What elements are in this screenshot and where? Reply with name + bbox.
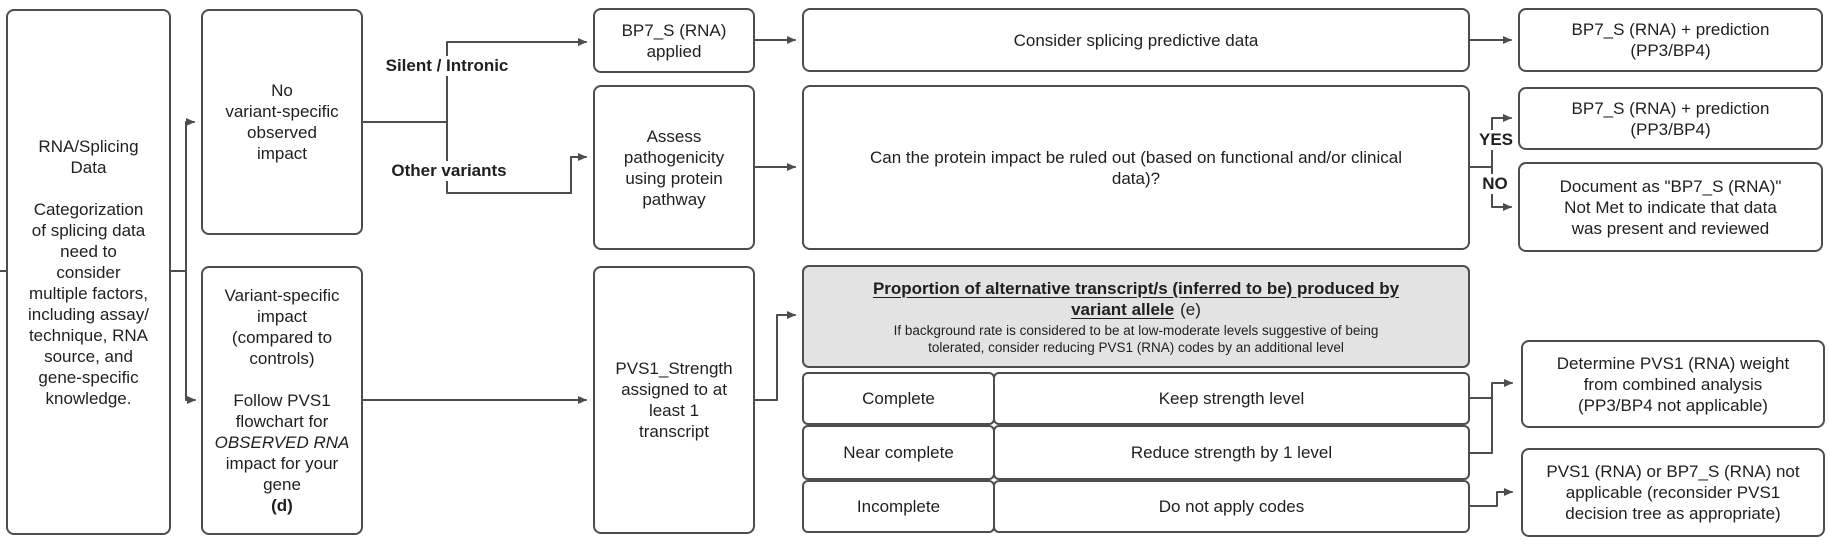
branch-label-no: NO (1479, 174, 1511, 194)
table-title-line2: variant allele (1071, 299, 1175, 319)
edge-to-variant-specific (185, 270, 196, 404)
rna-splicing-title: RNA/Splicing Data (38, 136, 139, 177)
table-title-suffix: (e) (1180, 299, 1201, 319)
consider-splicing-text: Consider splicing predictive data (1013, 30, 1259, 50)
table-title-line2-wrap: variant allele(e) (1071, 300, 1201, 319)
edge-silent-intronic (362, 38, 587, 123)
branch-label-silent-intronic: Silent / Intronic (382, 56, 512, 76)
rna-splicing-body: Categorization of splicing data need to … (28, 199, 149, 408)
pvs1-strength-text: PVS1_Strength assigned to at least 1 tra… (615, 359, 733, 441)
node-assess-pathogenicity: Assess pathogenicity using protein pathw… (593, 85, 755, 250)
determine-weight-text: Determine PVS1 (RNA) weight from combine… (1556, 353, 1790, 415)
table-row-complete-action: Keep strength level (993, 372, 1470, 425)
node-rna-splicing-data: RNA/Splicing Data Categorization of spli… (6, 9, 171, 535)
follow-pvs1-text: Follow PVS1 flowchart for (233, 391, 331, 431)
table-header-title: Proportion of alternative transcript/s (… (873, 278, 1399, 320)
table-row-complete-proportion: Complete (802, 372, 995, 425)
impact-gene-text: impact for your gene (225, 454, 339, 494)
node-determine-weight: Determine PVS1 (RNA) weight from combine… (1521, 340, 1825, 428)
variant-specific-p2: Follow PVS1 flowchart for OBSERVED RNA i… (215, 390, 350, 516)
protein-impact-question-text: Can the protein impact be ruled out (bas… (869, 147, 1403, 188)
bp7s-prediction-top-text: BP7_S (RNA) + prediction (PP3/BP4) (1571, 20, 1770, 60)
node-bp7s-prediction-top: BP7_S (RNA) + prediction (PP3/BP4) (1518, 8, 1823, 72)
table-row-incomplete-action: Do not apply codes (993, 480, 1470, 533)
bp7s-applied-text: BP7_S (RNA) applied (621, 20, 727, 61)
not-applicable-text: PVS1 (RNA) or BP7_S (RNA) not applicable… (1546, 462, 1800, 523)
table-title-line1: Proportion of alternative transcript/s (… (872, 278, 1400, 298)
table-header-subtitle: If background rate is considered to be a… (893, 322, 1379, 355)
branch-label-other-variants: Other variants (388, 161, 510, 181)
table-row-near-complete-action: Reduce strength by 1 level (993, 425, 1470, 480)
edge-to-no-variant (170, 118, 195, 272)
bp7s-prediction-yes-text: BP7_S (RNA) + prediction (PP3/BP4) (1571, 98, 1770, 139)
variant-specific-p1: Variant-specific impact (compared to con… (224, 286, 340, 368)
node-bp7s-prediction-yes: BP7_S (RNA) + prediction (PP3/BP4) (1518, 87, 1823, 150)
observed-rna-text: OBSERVED RNA (214, 433, 350, 452)
edge-incomplete-to-na (1469, 488, 1513, 507)
table-row-incomplete-proportion: Incomplete (802, 480, 995, 533)
footnote-d: (d) (271, 496, 293, 515)
table-row-near-complete-proportion: Near complete (802, 425, 995, 480)
no-variant-impact-text: No variant-specific observed impact (225, 81, 339, 163)
edge-other-variants (446, 121, 587, 194)
node-no-variant-impact: No variant-specific observed impact (201, 9, 363, 235)
node-pvs1-strength: PVS1_Strength assigned to at least 1 tra… (593, 266, 755, 534)
document-not-met-text: Document as "BP7_S (RNA)" Not Met to ind… (1559, 176, 1782, 238)
node-not-applicable: PVS1 (RNA) or BP7_S (RNA) not applicable… (1521, 448, 1825, 537)
node-protein-impact-question: Can the protein impact be ruled out (bas… (802, 85, 1470, 250)
node-document-not-met: Document as "BP7_S (RNA)" Not Met to ind… (1518, 162, 1823, 252)
edge-pvs1-to-table (754, 311, 796, 401)
node-variant-specific-impact: Variant-specific impact (compared to con… (201, 266, 363, 535)
edge-rows-to-determine (1469, 379, 1513, 454)
node-bp7s-applied: BP7_S (RNA) applied (593, 8, 755, 73)
table-header-proportion: Proportion of alternative transcript/s (… (802, 265, 1470, 368)
assess-pathogenicity-text: Assess pathogenicity using protein pathw… (623, 126, 725, 209)
node-consider-splicing: Consider splicing predictive data (802, 8, 1470, 72)
branch-label-yes: YES (1475, 130, 1517, 150)
